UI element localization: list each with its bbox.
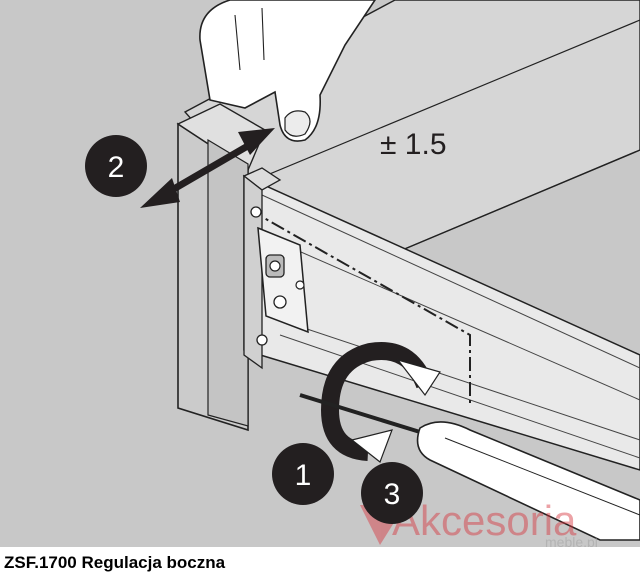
arrow-head-left bbox=[140, 178, 180, 208]
plate-hole bbox=[273, 295, 287, 309]
arrow-head-right bbox=[238, 128, 275, 155]
hand-fingers bbox=[234, 7, 265, 71]
step-number-1: 1 bbox=[295, 459, 312, 492]
rail-line bbox=[279, 334, 640, 459]
screwdriver-handle-line bbox=[444, 437, 640, 516]
step-badge-1: 1 bbox=[272, 443, 334, 505]
screw-bottom bbox=[256, 334, 268, 346]
step-number-2: 2 bbox=[108, 151, 125, 184]
fingernail bbox=[284, 110, 311, 137]
rail-line bbox=[261, 234, 640, 401]
bracket-front bbox=[243, 174, 263, 370]
cam-screw bbox=[269, 260, 281, 272]
screw-top bbox=[250, 206, 262, 218]
screwdriver-shaft bbox=[299, 393, 421, 434]
caption-bar: ZSF.1700 Regulacja boczna bbox=[0, 549, 640, 581]
tolerance-label: ± 1.5 bbox=[380, 128, 447, 161]
rotation-arrow-head-bottom bbox=[350, 429, 393, 463]
adjustment-diagram: ± 1.5 Akcesoria meble.pl 2 1 3 bbox=[0, 0, 640, 550]
drawer-edge bbox=[247, 19, 640, 184]
screwdriver-handle bbox=[416, 421, 640, 541]
step-badge-2: 2 bbox=[85, 135, 147, 197]
rotation-arrow bbox=[320, 342, 434, 461]
plate-hole-small bbox=[295, 280, 305, 290]
step-number-3: 3 bbox=[384, 478, 401, 511]
double-arrow-shaft bbox=[158, 136, 260, 201]
front-panel-side bbox=[207, 138, 249, 427]
rotation-arrow-head-top bbox=[396, 358, 441, 397]
step-badge-3: 3 bbox=[361, 462, 423, 524]
drawer-floor-edge bbox=[394, 149, 640, 254]
rail-line bbox=[279, 319, 640, 441]
diagram-area: ± 1.5 Akcesoria meble.pl 2 1 3 bbox=[0, 0, 640, 550]
rail-line bbox=[261, 194, 640, 369]
caption-title: ZSF.1700 Regulacja boczna bbox=[4, 553, 226, 572]
hand-illustration bbox=[199, 0, 376, 142]
rail-outline-dashed bbox=[249, 209, 471, 405]
adjuster-plate bbox=[257, 226, 309, 334]
watermark-brand: Akcesoria bbox=[392, 497, 577, 544]
watermark-sub: meble.pl bbox=[545, 534, 598, 547]
